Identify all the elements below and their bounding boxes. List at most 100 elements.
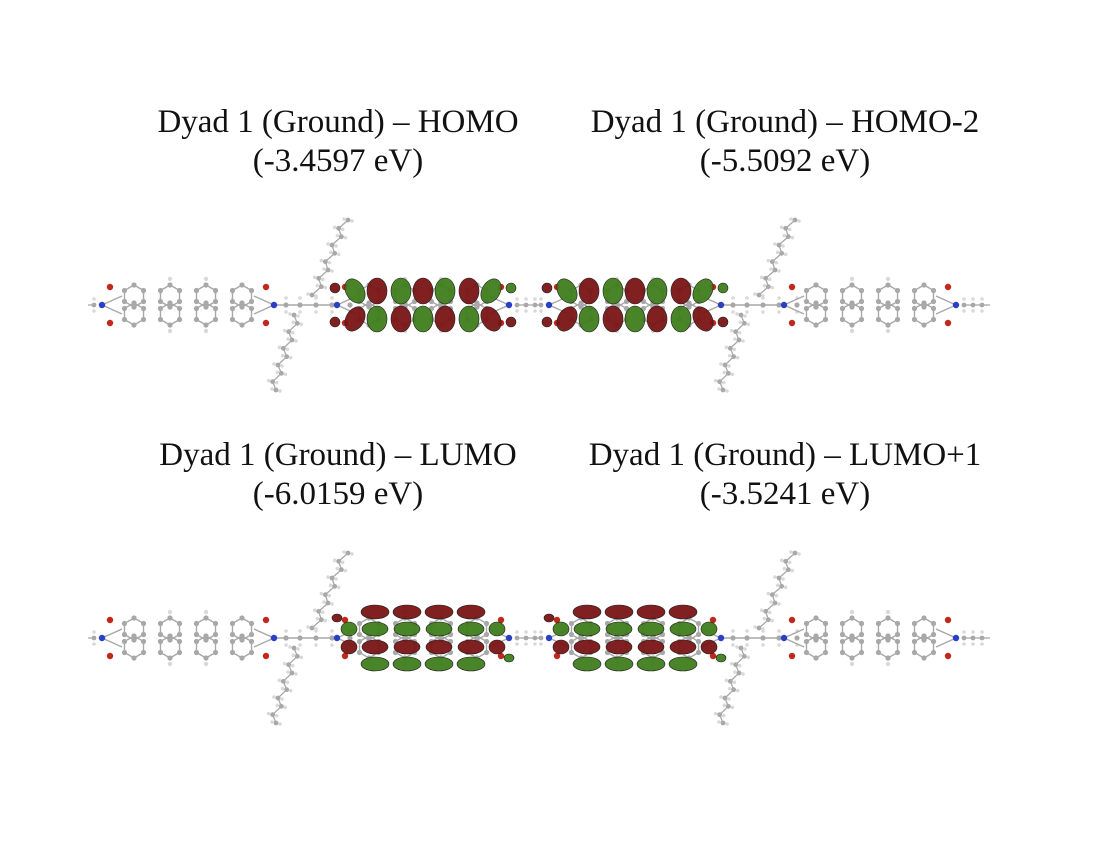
hydrogen-atom xyxy=(283,372,288,377)
hydrogen-atom xyxy=(312,275,317,280)
bond xyxy=(253,295,275,306)
carbon-atom xyxy=(483,631,490,638)
hydrogen-atom xyxy=(797,552,801,556)
carbon-atom xyxy=(885,637,891,643)
hydrogen-atom xyxy=(724,678,729,683)
orbital-lobe xyxy=(605,621,633,637)
orbital-lobe xyxy=(457,639,485,655)
orbital-lobe xyxy=(578,305,600,333)
carbon-atom xyxy=(695,638,702,645)
hydrogen-atom xyxy=(738,320,743,325)
hydrogen-atom xyxy=(724,345,729,350)
hydrogen-atom xyxy=(777,310,781,314)
hydrogen-atom xyxy=(743,647,747,651)
carbon-atom xyxy=(813,655,819,661)
oxygen-atom xyxy=(262,616,270,624)
carbon-atom xyxy=(839,649,846,656)
orbital-lobe xyxy=(434,305,456,333)
carbon-atom xyxy=(157,298,164,305)
carbon-atom xyxy=(839,305,846,312)
carbon-atom xyxy=(839,638,846,645)
carbon-atom xyxy=(930,638,937,645)
carbon-atom xyxy=(894,631,901,638)
hydrogen-atom xyxy=(777,269,781,273)
carbon-atom xyxy=(167,615,173,621)
terminal-group xyxy=(535,297,544,313)
carbon-atom xyxy=(167,300,173,306)
orbital-lobe xyxy=(425,621,453,637)
hydrogen-atom xyxy=(980,297,984,301)
carbon-atom xyxy=(813,300,819,306)
hydrogen-atom xyxy=(340,560,345,565)
carbon-atom xyxy=(921,322,927,328)
carbon-atom xyxy=(203,637,209,643)
carbon-atom xyxy=(203,633,209,639)
hydrogen-atom xyxy=(735,645,739,649)
hydrogen-atom xyxy=(717,387,721,391)
hydrogen-atom xyxy=(962,297,966,301)
carbon-atom xyxy=(875,620,882,627)
carbon-atom xyxy=(229,287,236,294)
orbital-lobe xyxy=(456,604,486,620)
hydrogen-atom xyxy=(322,600,326,604)
carbon-atom xyxy=(248,620,255,627)
hydrogen-atom xyxy=(314,294,318,298)
carbon-atom xyxy=(930,649,937,656)
carbon-atom xyxy=(131,304,137,310)
hydrogen-atom xyxy=(167,328,173,334)
carbon-atom xyxy=(167,637,173,643)
hydrogen-atom xyxy=(781,577,785,581)
orbital-lobe xyxy=(390,305,412,333)
hydrogen-atom xyxy=(328,250,333,255)
carbon-atom xyxy=(885,655,891,661)
orbital-lobe xyxy=(670,305,692,333)
orbital-lobe xyxy=(668,604,698,620)
carbon-atom xyxy=(347,635,353,641)
hydrogen-atom xyxy=(343,235,348,240)
hydrogen-atom xyxy=(330,629,334,633)
carbon-atom xyxy=(849,300,855,306)
hydrogen-atom xyxy=(319,258,324,263)
bond xyxy=(935,637,957,648)
carbon-atom xyxy=(849,655,855,661)
orbital-lobe xyxy=(573,639,601,655)
carbon-atom xyxy=(733,329,739,335)
oxygen-atom xyxy=(106,616,114,624)
carbon-atom xyxy=(239,633,245,639)
carbon-atom xyxy=(193,298,200,305)
nitrogen-atom xyxy=(952,301,960,309)
hydrogen-atom xyxy=(350,219,354,223)
hydrogen-atom xyxy=(203,276,209,282)
carbon-atom xyxy=(803,316,810,323)
bond xyxy=(253,628,275,639)
carbon-atom xyxy=(283,302,289,308)
carbon-atom xyxy=(193,631,200,638)
carbon-atom xyxy=(765,284,771,290)
hydrogen-atom xyxy=(288,688,293,693)
hydrogen-atom xyxy=(299,655,304,660)
hydrogen-atom xyxy=(298,310,302,314)
carbon-atom xyxy=(273,387,279,393)
carbon-atom xyxy=(695,620,702,627)
carbon-atom xyxy=(885,300,891,306)
carbon-atom xyxy=(297,635,303,641)
carbon-atom xyxy=(813,322,819,328)
orbital-lobe xyxy=(344,306,366,332)
oxygen-atom xyxy=(497,616,505,624)
carbon-atom xyxy=(121,638,128,645)
carbon-atom xyxy=(356,620,363,627)
hydrogen-atom xyxy=(275,370,280,375)
carbon-atom xyxy=(176,287,183,294)
carbon-atom xyxy=(203,655,209,661)
orbital-lobe xyxy=(556,278,578,304)
carbon-atom xyxy=(695,649,702,656)
hydrogen-atom xyxy=(314,310,318,314)
hydrogen-atom xyxy=(334,577,338,581)
carbon-atom xyxy=(483,649,490,656)
bond xyxy=(783,637,805,648)
carbon-atom xyxy=(121,631,128,638)
oxygen-atom xyxy=(341,616,349,624)
carbon-atom xyxy=(325,267,331,273)
carbon-atom xyxy=(717,379,723,385)
carbon-atom xyxy=(875,631,882,638)
